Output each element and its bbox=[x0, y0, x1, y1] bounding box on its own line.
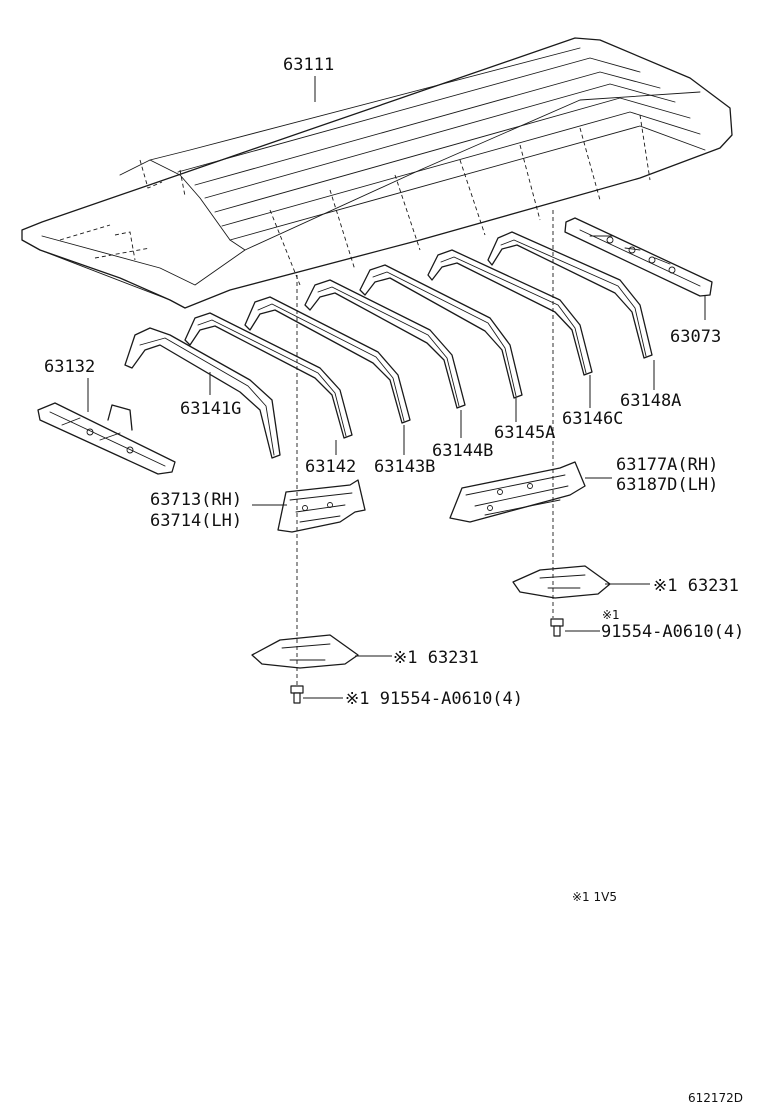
label-63073: 63073 bbox=[670, 327, 721, 347]
label-63231-right: ※1 63231 bbox=[653, 576, 739, 596]
roof-bow-63143b bbox=[244, 296, 411, 424]
label-63177a: 63177A(RH) bbox=[616, 455, 718, 475]
roof-bow-63145a bbox=[359, 264, 523, 399]
label-63148a: 63148A bbox=[620, 391, 681, 411]
label-63144b: 63144B bbox=[432, 441, 493, 461]
label-63111: 63111 bbox=[283, 55, 334, 75]
label-63146c: 63146C bbox=[562, 409, 623, 429]
roof-bow-63141g bbox=[124, 327, 281, 459]
label-63132: 63132 bbox=[44, 357, 95, 377]
label-63714: 63714(LH) bbox=[150, 511, 242, 531]
label-63145a: 63145A bbox=[494, 423, 555, 443]
bolt-left bbox=[290, 685, 304, 704]
bracket-63713-63714 bbox=[277, 479, 366, 533]
label-91554-left: ※1 91554-A0610(4) bbox=[345, 689, 523, 709]
label-63713: 63713(RH) bbox=[150, 490, 242, 510]
label-63143b: 63143B bbox=[374, 457, 435, 477]
label-63142: 63142 bbox=[305, 457, 356, 477]
plate-63231-right bbox=[512, 565, 611, 599]
plate-63231-left bbox=[251, 634, 359, 669]
bolt-right bbox=[550, 618, 564, 637]
front-header-63132 bbox=[37, 402, 176, 475]
label-63141g: 63141G bbox=[180, 399, 241, 419]
bracket-63177a-63187d bbox=[449, 461, 586, 523]
label-91554-right-mark: ※1 bbox=[602, 608, 620, 622]
label-91554-right: 91554-A0610(4) bbox=[601, 622, 744, 642]
diagram-id: 612172D bbox=[688, 1091, 743, 1105]
roof-bow-63142 bbox=[184, 312, 353, 439]
roof-bow-63148a bbox=[487, 231, 653, 359]
roof-bow-63146c bbox=[427, 249, 593, 376]
footnote: ※1 1V5 bbox=[572, 890, 617, 904]
leader-lines bbox=[87, 76, 706, 699]
label-63187d: 63187D(LH) bbox=[616, 475, 718, 495]
roof-bow-63144b bbox=[304, 279, 466, 409]
roof-panel bbox=[21, 37, 733, 309]
rear-header-63073 bbox=[564, 217, 713, 297]
label-63231-left: ※1 63231 bbox=[393, 648, 479, 668]
